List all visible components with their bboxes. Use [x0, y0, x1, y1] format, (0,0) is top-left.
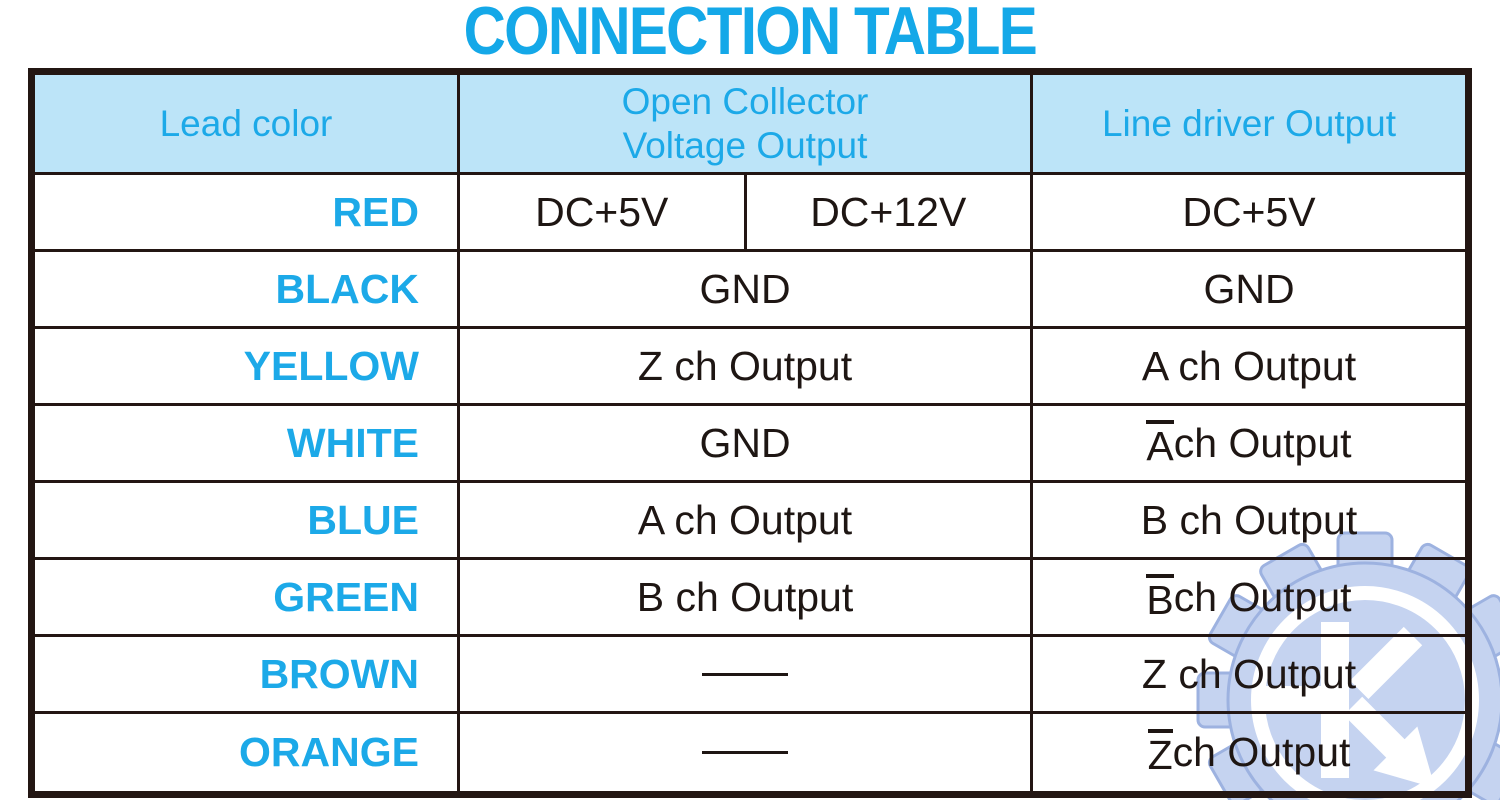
- ld-cell-red: DC+5V: [1033, 175, 1465, 252]
- lead-color-white: WHITE: [35, 406, 460, 483]
- header-lead-color-label: Lead color: [159, 102, 333, 144]
- lead-color-blue: BLUE: [35, 483, 460, 560]
- oc-cell-brown: [460, 637, 1033, 714]
- dash-line: [702, 751, 788, 754]
- header-line-driver: Line driver Output: [1033, 75, 1465, 175]
- header-open-collector: Open Collector Voltage Output: [460, 75, 1033, 175]
- lead-color-green: GREEN: [35, 560, 460, 637]
- oc-cell-blue: A ch Output: [460, 483, 1033, 560]
- oc-cell-green: B ch Output: [460, 560, 1033, 637]
- oc-cell-yellow: Z ch Output: [460, 329, 1033, 406]
- oc-cell-white: GND: [460, 406, 1033, 483]
- header-lead-color: Lead color: [35, 75, 460, 175]
- ld-cell-brown: Z ch Output: [1033, 637, 1465, 714]
- oc-cell-orange: [460, 714, 1033, 791]
- dash-line: [702, 672, 788, 676]
- overlined-letter: Z: [1147, 729, 1173, 776]
- oc-cell-red: DC+5V DC+12V: [460, 175, 1033, 252]
- ld-cell-yellow: A ch Output: [1033, 329, 1465, 406]
- lead-color-orange: ORANGE: [35, 714, 460, 791]
- lead-color-yellow: YELLOW: [35, 329, 460, 406]
- oc-cell-red-12v: DC+12V: [810, 188, 967, 235]
- page-title-wrap: CONNECTION TABLE: [0, 0, 1500, 70]
- oc-cell-black: GND: [460, 252, 1033, 329]
- overlined-letter: B: [1146, 573, 1174, 621]
- ld-cell-green-rest: ch Output: [1173, 573, 1352, 620]
- lead-color-red: RED: [35, 175, 460, 252]
- ld-cell-green: B ch Output: [1033, 560, 1465, 637]
- lead-color-brown: BROWN: [35, 637, 460, 714]
- ld-cell-white: A ch Output: [1033, 406, 1465, 483]
- oc-cell-red-5v: DC+5V: [460, 175, 747, 249]
- lead-color-black: BLACK: [35, 252, 460, 329]
- ld-cell-orange: Z ch Output: [1033, 714, 1465, 791]
- gear-k-logo-icon: [1196, 531, 1500, 800]
- ld-cell-white-rest: ch Output: [1173, 419, 1352, 466]
- ld-cell-black: GND: [1033, 252, 1465, 329]
- overlined-letter: A: [1146, 419, 1174, 467]
- header-line-driver-label: Line driver Output: [1101, 102, 1397, 144]
- header-open-collector-line2: Voltage Output: [622, 124, 868, 166]
- ld-cell-orange-rest: ch Output: [1172, 729, 1351, 775]
- connection-table: Lead color Open Collector Voltage Output…: [28, 68, 1472, 798]
- page-title: CONNECTION TABLE: [463, 0, 1038, 69]
- ld-cell-blue: B ch Output: [1033, 483, 1465, 560]
- header-open-collector-line1: Open Collector: [621, 80, 869, 122]
